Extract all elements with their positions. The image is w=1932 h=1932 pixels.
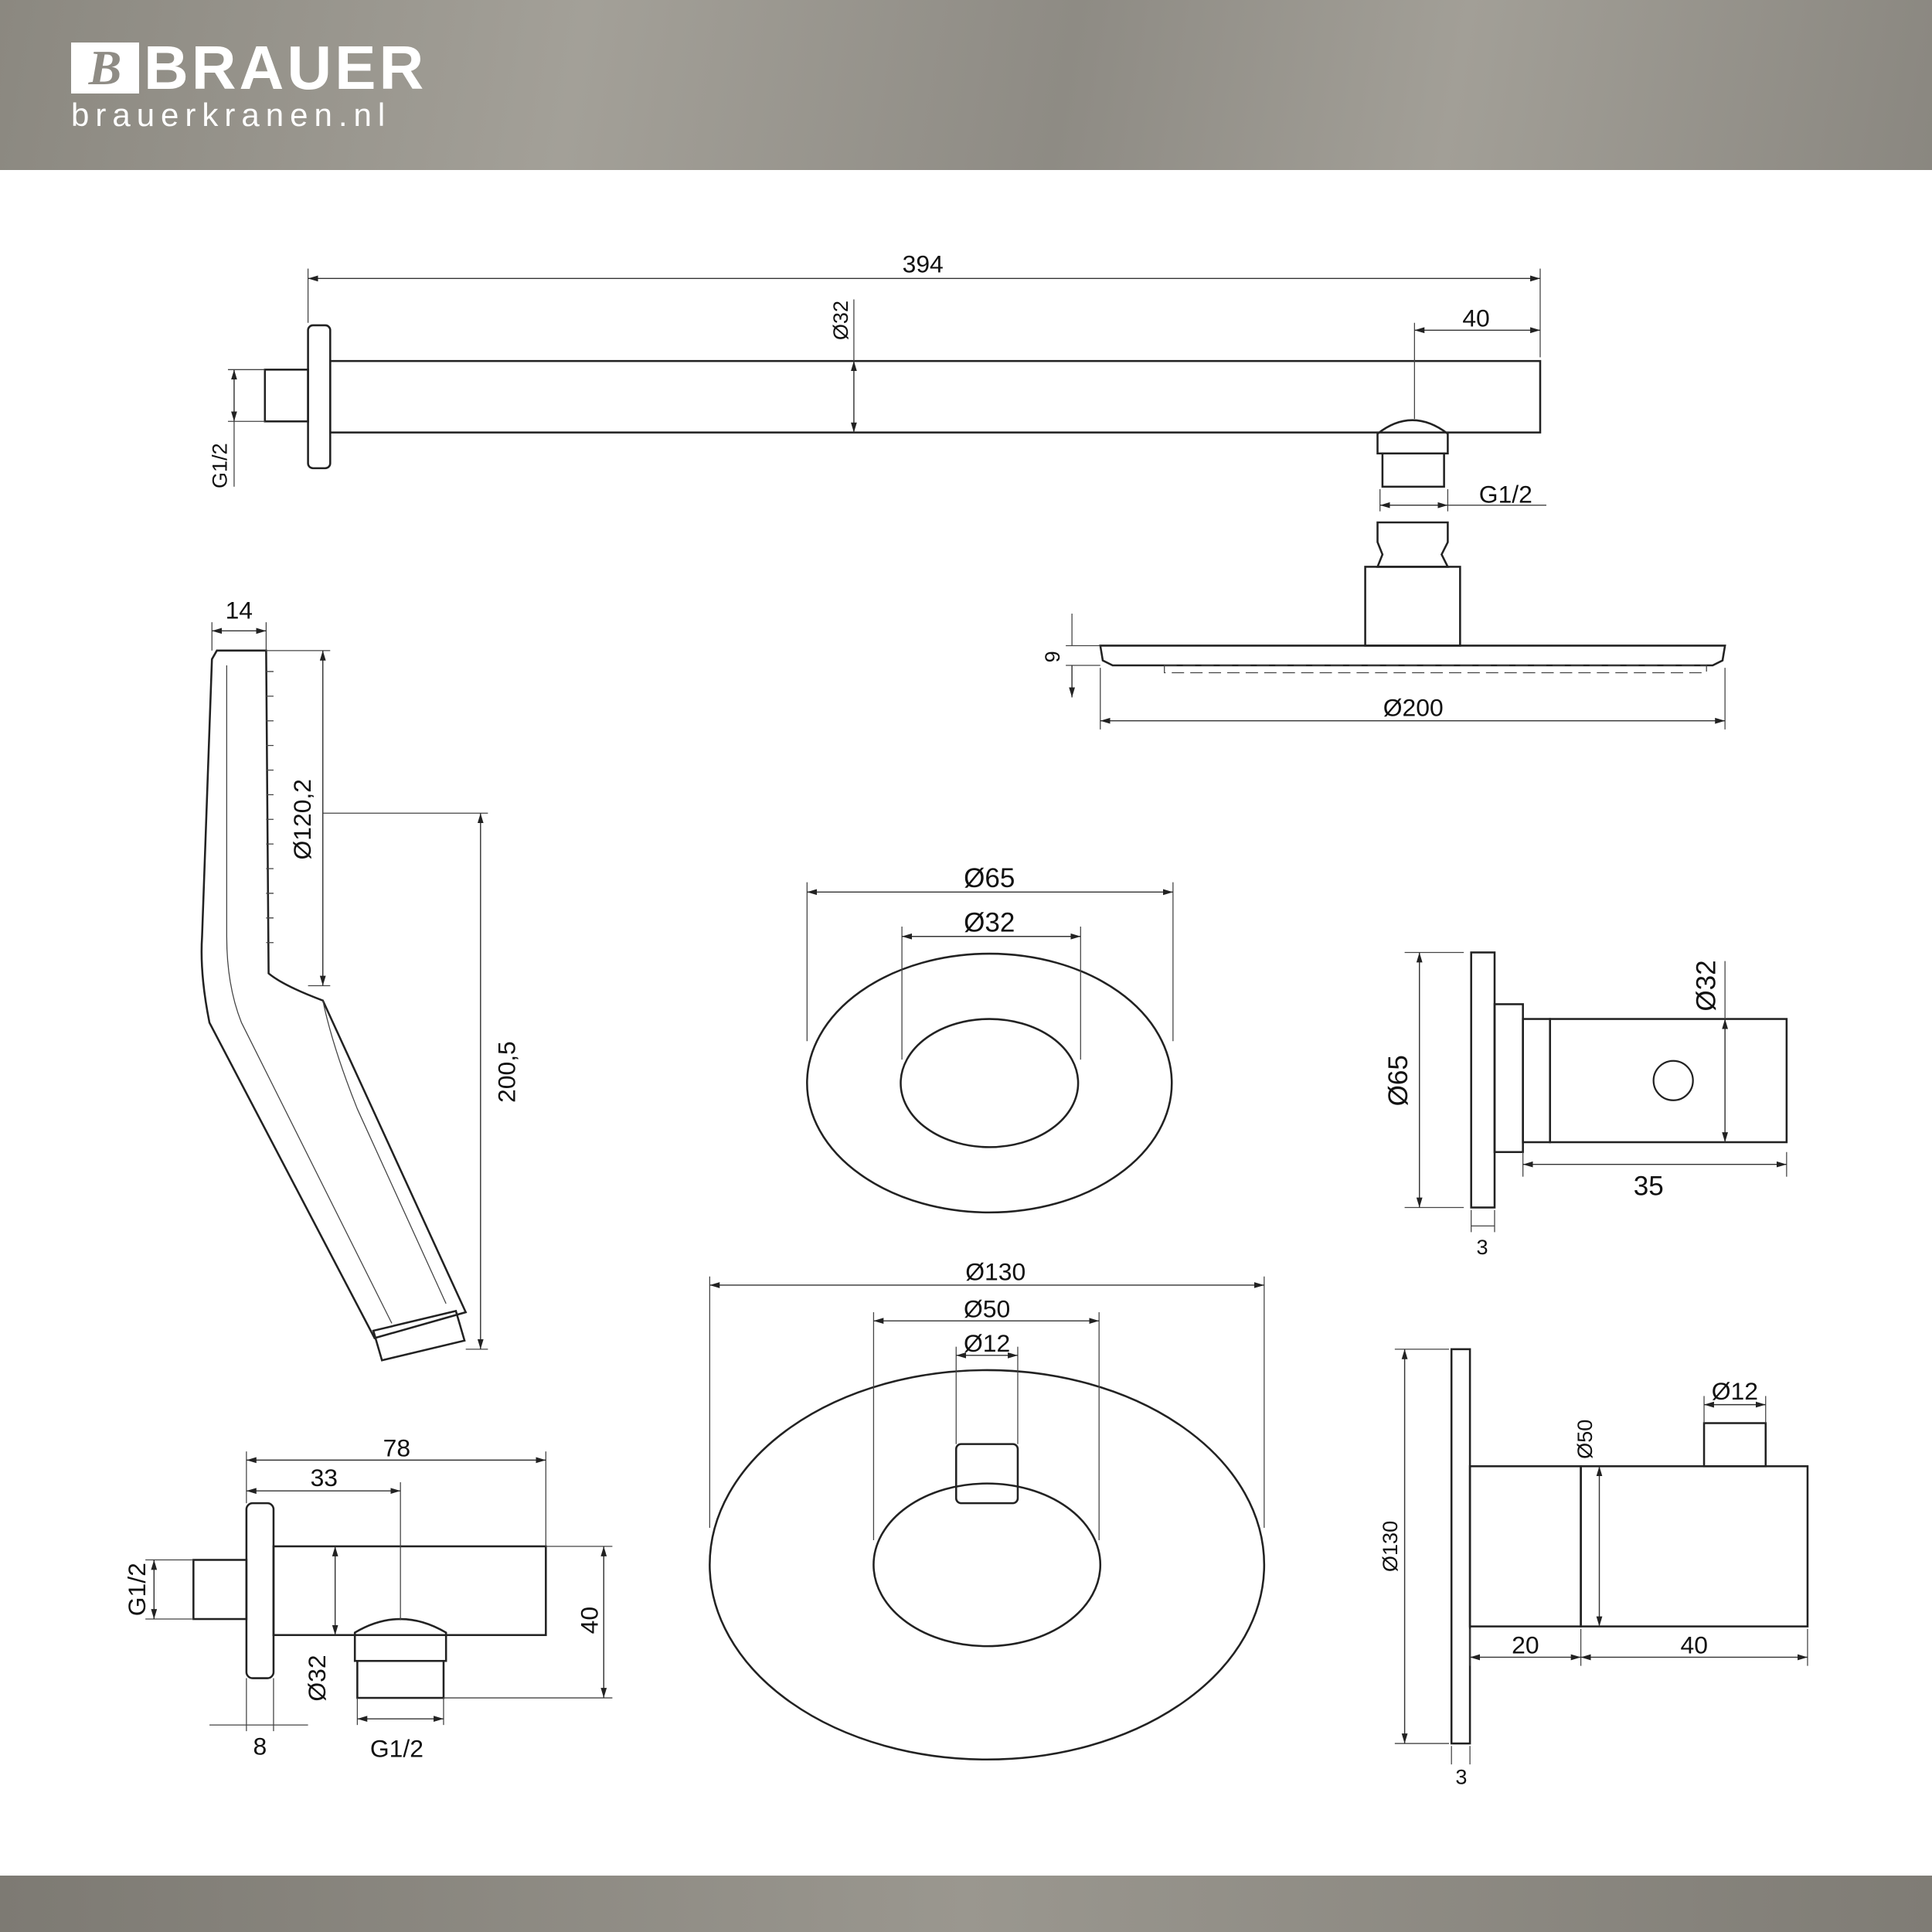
hand-shower: 14 Ø120,2 200,5 [200, 596, 520, 1362]
dim-hand-total-length: 200,5 [492, 1041, 520, 1103]
thermostat-side-view: Ø130 Ø50 Ø12 20 40 3 [1378, 1348, 1809, 1789]
dim-wall-length: 78 [383, 1434, 410, 1462]
dim-stop-side-rosette: Ø65 [1383, 1055, 1413, 1106]
dim-stop-front-inner: Ø32 [964, 907, 1015, 937]
dim-thermo-front-outer: Ø130 [965, 1258, 1026, 1286]
stop-valve-side-view: Ø65 Ø32 35 3 [1383, 951, 1788, 1259]
dim-arm-outlet-thread: G1/2 [1479, 481, 1532, 509]
dim-head-diameter: Ø200 [1383, 693, 1444, 721]
thermostat-front-view: Ø130 Ø50 Ø12 [709, 1258, 1266, 1761]
wall-connection: 78 33 G1/2 Ø32 40 8 G1/2 [123, 1434, 613, 1763]
brand-website: brauerkranen.nl [71, 97, 392, 133]
dim-hand-head-length: Ø120,2 [288, 779, 316, 860]
dim-thermo-side-lever: Ø12 [1712, 1377, 1758, 1405]
dim-thermo-side-rosette: Ø130 [1378, 1521, 1402, 1572]
dim-thermo-front-knob: Ø50 [964, 1294, 1010, 1322]
dim-arm-diameter: Ø32 [828, 301, 852, 340]
dim-head-thickness: 9 [1040, 651, 1064, 662]
dim-wall-outlet-offset: 33 [311, 1464, 338, 1492]
rain-shower-head: 9 Ø200 [1040, 521, 1726, 730]
dim-wall-flange: 8 [253, 1732, 267, 1760]
stop-valve-front-view: Ø65 Ø32 [806, 863, 1174, 1214]
dim-wall-inlet-thread: G1/2 [123, 1563, 151, 1616]
brand-mark-icon: B [71, 43, 139, 94]
dim-hand-width: 14 [226, 596, 253, 624]
dim-arm-outlet-offset: 40 [1462, 304, 1489, 332]
dim-wall-height: 40 [575, 1607, 603, 1634]
dim-wall-outlet-thread: G1/2 [370, 1735, 423, 1763]
dim-stop-side-knob: Ø32 [1691, 960, 1721, 1011]
dim-stop-front-outer: Ø65 [964, 863, 1015, 893]
dim-thermo-side-body: 20 [1512, 1631, 1539, 1659]
dim-wall-body: Ø32 [303, 1655, 331, 1701]
brand-name: BRAUER [144, 33, 427, 102]
shower-arm: 394 Ø32 40 G1/2 G1/2 [207, 250, 1546, 512]
dim-thermo-side-thickness: 3 [1455, 1765, 1467, 1789]
dim-thermo-front-lever: Ø12 [964, 1329, 1010, 1357]
dim-thermo-side-knob-depth: 40 [1681, 1631, 1708, 1659]
dim-arm-inlet-thread: G1/2 [207, 443, 231, 488]
dim-stop-side-depth: 35 [1634, 1172, 1664, 1202]
dim-thermo-side-knob: Ø50 [1573, 1420, 1597, 1459]
footer-banner [0, 1876, 1932, 1932]
dim-arm-length: 394 [903, 250, 944, 277]
dim-stop-side-thickness: 3 [1477, 1235, 1488, 1259]
